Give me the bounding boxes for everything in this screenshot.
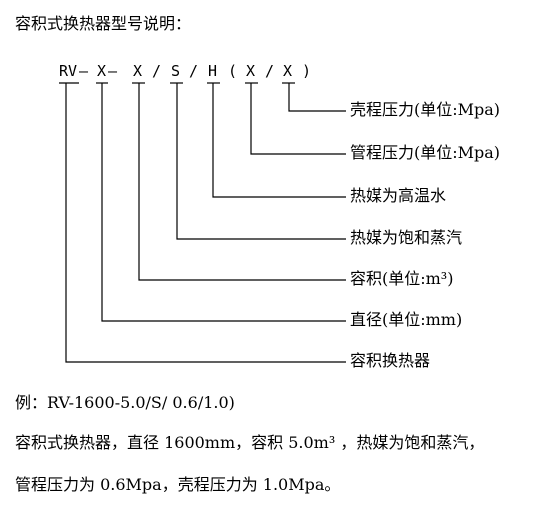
code-sep-slash-2: / <box>189 62 199 80</box>
code-token-tube-pressure: X <box>246 62 256 80</box>
example-line-3: 管程压力为 0.6Mpa，壳程压力为 1.0Mpa。 <box>15 475 341 494</box>
label-steam: 热媒为饱和蒸汽 <box>350 228 463 247</box>
code-token-volume: X <box>133 62 143 80</box>
code-sep-dash-1: — <box>79 62 89 80</box>
code-token-hot-water: H <box>208 62 218 80</box>
example-line-2: 容积式换热器，直径 1600mm，容积 5.0m³ ，热媒为饱和蒸汽， <box>15 433 485 452</box>
label-hot-water: 热媒为高温水 <box>350 186 447 205</box>
leader-diameter <box>101 83 346 322</box>
page-title: 容积式换热器型号说明： <box>15 14 192 33</box>
label-tube-pressure: 管程压力(单位:Mpa) <box>350 143 501 162</box>
leader-volume <box>138 83 346 281</box>
code-sep-slash-1: / <box>152 62 162 80</box>
leader-tube-pressure <box>250 83 346 155</box>
label-diameter: 直径(单位:mm) <box>350 310 463 329</box>
code-sep-open-paren: ( <box>228 62 238 80</box>
code-token-shell-pressure: X <box>283 62 293 80</box>
example-line-1: 例：RV-1600-5.0/S/ 0.6/1.0) <box>15 393 235 412</box>
code-sep-close-paren: ) <box>302 62 312 80</box>
leader-shell-pressure <box>288 83 346 112</box>
label-shell-pressure: 壳程压力(单位:Mpa) <box>350 100 501 119</box>
code-sep-slash-3: / <box>265 62 275 80</box>
code-token-diameter: X <box>97 62 107 80</box>
code-sep-dash-2: — <box>108 62 118 80</box>
label-volume: 容积(单位:m³) <box>350 269 454 288</box>
code-token-steam: S <box>171 62 181 80</box>
leader-rv <box>65 83 346 363</box>
label-heat-exchanger: 容积换热器 <box>350 351 431 370</box>
code-token-rv: RV <box>59 62 78 80</box>
leader-steam <box>176 83 346 240</box>
leader-hot-water <box>212 83 346 198</box>
